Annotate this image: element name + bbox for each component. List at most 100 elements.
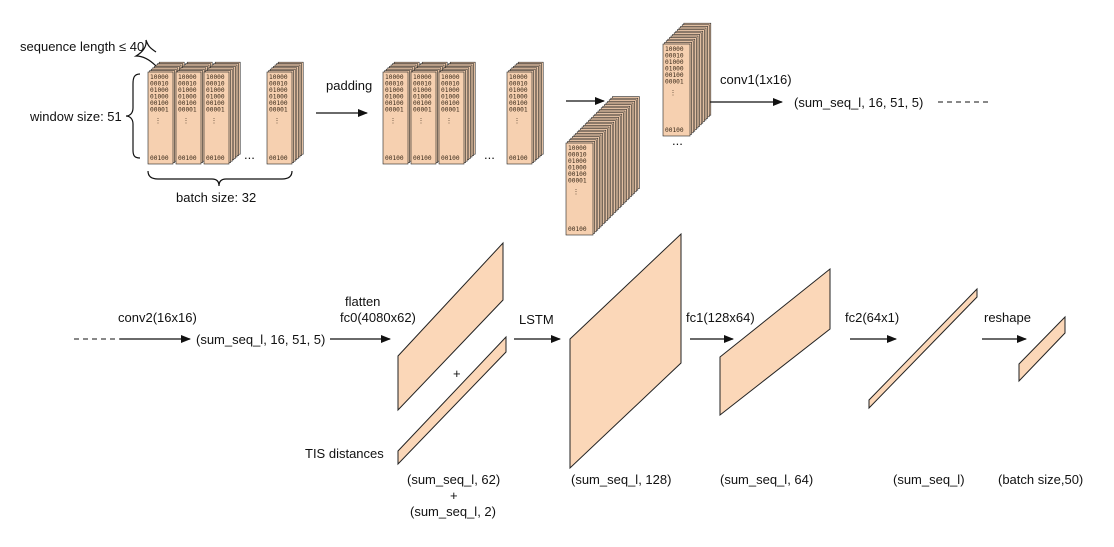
sequence-row-text: 00010	[150, 81, 169, 88]
lstm-output-layer	[569, 232, 682, 470]
sequence-last-row-text: 00100	[178, 155, 197, 162]
sequence-row-text: 01000	[385, 87, 404, 94]
front-sheet	[506, 71, 533, 165]
sequence-row-text: 00001	[150, 107, 169, 114]
sequence-row-text: 01000	[509, 94, 528, 101]
sequence-row-text: 00001	[509, 107, 528, 114]
sequence-row-text: 00001	[413, 107, 432, 114]
sequence-last-row-text: 00100	[206, 155, 225, 162]
batch-size-label: batch size: 32	[176, 190, 256, 205]
vertical-dots: ⋮	[211, 118, 217, 125]
sequence-row-text: 01000	[665, 59, 684, 66]
concat-plus: +	[450, 488, 458, 503]
padded-batch-ellipsis: ...	[484, 147, 495, 162]
sequence-row-text: 01000	[269, 87, 288, 94]
vertical-dots: ⋮	[183, 118, 189, 125]
reshape-output-shape: (batch size,50)	[998, 472, 1083, 487]
front-sheet	[438, 71, 465, 165]
vertical-dots: ⋮	[418, 118, 424, 125]
sequence-row-text: 00010	[441, 81, 460, 88]
sequence-row-text: 10000	[568, 145, 587, 152]
sequence-row-text: 01000	[269, 94, 288, 101]
front-sheet	[382, 71, 409, 165]
sequence-last-row-text: 00100	[441, 155, 460, 162]
reshape-label: reshape	[984, 310, 1031, 325]
fc0-output-shape: (sum_seq_l, 62)	[407, 472, 500, 487]
tis-distance-layer	[397, 335, 507, 466]
sequence-row-text: 00010	[385, 81, 404, 88]
sequence-last-row-text: 00100	[385, 155, 404, 162]
vertical-dots: ⋮	[514, 118, 520, 125]
tis-distances-label: TIS distances	[305, 446, 384, 461]
sequence-row-text: 01000	[206, 94, 225, 101]
sequence-row-text: 01000	[568, 165, 587, 172]
front-sheet	[662, 43, 691, 137]
sequence-row-text: 00001	[178, 107, 197, 114]
sequence-row-text: 00001	[665, 79, 684, 86]
vertical-dots: ⋮	[155, 118, 161, 125]
sequence-row-text: 01000	[665, 66, 684, 73]
front-sheet	[175, 71, 202, 165]
conv2-label: conv2(16x16)	[118, 310, 197, 325]
fc2-output-layer	[868, 287, 978, 410]
sequence-row-text: 00100	[385, 100, 404, 107]
stacked-ellipsis: ...	[672, 133, 683, 148]
batch-size-brace	[147, 170, 293, 187]
reshape-output-layer	[1018, 315, 1066, 383]
sequence-last-row-text: 00100	[413, 155, 432, 162]
sequence-row-text: 01000	[413, 87, 432, 94]
vertical-dots: ⋮	[573, 189, 579, 196]
sequence-row-text: 00010	[206, 81, 225, 88]
sequence-last-row-text: 00100	[568, 226, 587, 233]
sequence-row-text: 00100	[150, 100, 169, 107]
sequence-row-text: 01000	[178, 87, 197, 94]
front-sheet	[410, 71, 437, 165]
padding-label: padding	[326, 78, 372, 93]
sequence-row-text: 00100	[206, 100, 225, 107]
fc1-output-shape: (sum_seq_l, 64)	[720, 472, 813, 487]
fc1-label: fc1(128x64)	[686, 310, 755, 325]
lstm-label: LSTM	[519, 312, 554, 327]
front-sheet	[266, 71, 293, 165]
sequence-row-text: 01000	[150, 94, 169, 101]
fc2-output-shape: (sum_seq_l)	[893, 472, 965, 487]
lstm-output-shape: (sum_seq_l, 128)	[571, 472, 671, 487]
sequence-last-row-text: 00100	[509, 155, 528, 162]
sequence-row-text: 00100	[269, 100, 288, 107]
vertical-dots: ⋮	[390, 118, 396, 125]
sequence-row-text: 01000	[441, 94, 460, 101]
sequence-row-text: 00010	[178, 81, 197, 88]
sequence-row-text: 00001	[385, 107, 404, 114]
conv2-shape: (sum_seq_l, 16, 51, 5)	[196, 332, 325, 347]
tis-shape: (sum_seq_l, 2)	[410, 504, 496, 519]
sequence-row-text: 00100	[509, 100, 528, 107]
sequence-row-text: 00010	[568, 152, 587, 159]
sequence-row-text: 01000	[178, 94, 197, 101]
front-sheet	[203, 71, 230, 165]
sequence-row-text: 01000	[385, 94, 404, 101]
sequence-row-text: 00100	[413, 100, 432, 107]
sequence-row-text: 10000	[150, 74, 169, 81]
sequence-last-row-text: 00100	[665, 127, 684, 134]
window-size-label: window size: 51	[29, 109, 122, 124]
sequence-row-text: 01000	[441, 87, 460, 94]
sequence-last-row-text: 00100	[150, 155, 169, 162]
fc1-output-layer	[719, 267, 831, 417]
sequence-row-text: 00100	[441, 100, 460, 107]
sequence-row-text: 00010	[665, 53, 684, 60]
sequence-row-text: 01000	[568, 158, 587, 165]
sequence-row-text: 10000	[178, 74, 197, 81]
vertical-dots: ⋮	[274, 118, 280, 125]
sequence-row-text: 00001	[206, 107, 225, 114]
sequence-row-text: 00010	[509, 81, 528, 88]
sequence-length-label: sequence length ≤ 40	[20, 39, 144, 54]
flatten-label: flatten	[345, 294, 380, 309]
sequence-last-row-text: 00100	[269, 155, 288, 162]
sequence-row-text: 01000	[509, 87, 528, 94]
sequence-row-text: 10000	[385, 74, 404, 81]
window-size-brace	[125, 73, 141, 159]
sequence-row-text: 10000	[665, 46, 684, 53]
